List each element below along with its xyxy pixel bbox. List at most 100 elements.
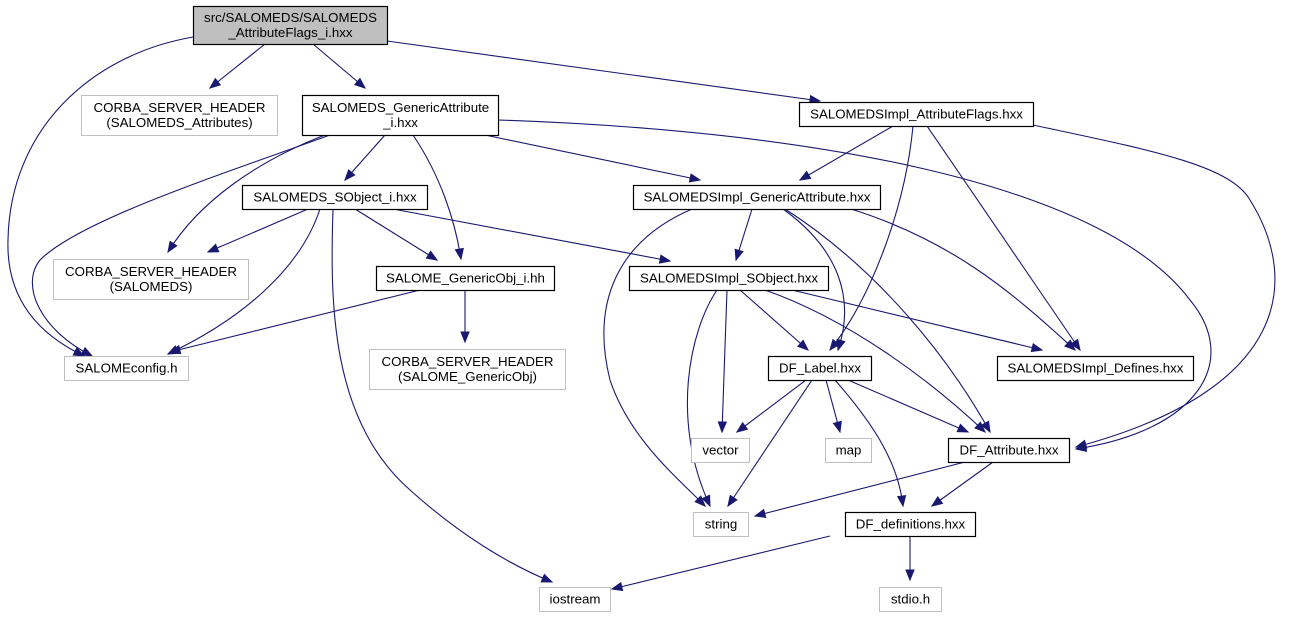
node-label: SALOMEDS_GenericAttribute	[312, 100, 489, 115]
nodes-layer: src/SALOMEDS/SALOMEDS_AttributeFlags_i.h…	[53, 5, 1195, 612]
edge-line	[739, 289, 809, 351]
node-root[interactable]: src/SALOMEDS/SALOMEDS_AttributeFlags_i.h…	[192, 5, 389, 46]
node-box	[64, 356, 189, 381]
edge-line	[207, 208, 309, 253]
edge-generic_attr_i-to-sobject_i	[344, 134, 386, 182]
edge-line	[791, 289, 1043, 351]
arrowhead-icon	[540, 573, 554, 583]
node-label: stdio.h	[891, 592, 930, 607]
node-df-attribute[interactable]: DF_Attribute.hxx	[947, 437, 1071, 464]
node-label: CORBA_SERVER_HEADER	[65, 264, 237, 279]
node-box	[691, 438, 750, 463]
edge-line	[754, 461, 966, 517]
node-label: string	[705, 517, 738, 532]
edge-line	[926, 125, 1081, 351]
arrowhead-icon	[168, 344, 182, 355]
arrowhead-icon	[1064, 339, 1076, 351]
edge-impl_sobject-to-df_attribute	[764, 289, 986, 433]
arrowhead-icon	[829, 338, 841, 352]
node-string: string	[693, 512, 749, 537]
node-stdio: stdio.h	[879, 587, 942, 612]
node-sobject-i[interactable]: SALOMEDS_SObject_i.hxx	[241, 184, 429, 211]
node-label: DF_Attribute.hxx	[959, 443, 1058, 458]
arrowhead-icon	[701, 494, 711, 508]
node-generic-obj-i[interactable]: SALOME_GenericObj_i.hh	[375, 265, 556, 292]
node-box	[996, 355, 1195, 382]
edge-df_attribute-to-string	[753, 461, 966, 518]
edge-sobject_i-to-generic_obj_i	[354, 208, 439, 261]
node-box	[241, 184, 429, 211]
edge-sobject_i-to-iostream	[331, 208, 554, 583]
arrowhead-icon	[688, 173, 702, 183]
node-iostream: iostream	[539, 587, 611, 612]
edge-line	[736, 379, 807, 433]
node-impl-generic-attr[interactable]: SALOMEDSImpl_GenericAttribute.hxx	[632, 184, 882, 211]
edge-impl_sobject-to-impl_defines	[791, 289, 1044, 353]
node-corba-genobj: CORBA_SERVER_HEADER(SALOME_GenericObj)	[369, 349, 566, 390]
node-label: SALOMEconfig.h	[76, 361, 178, 376]
node-label: _i.hxx	[382, 115, 418, 130]
edge-line	[412, 134, 462, 260]
node-corba-salomeds: CORBA_SERVER_HEADER(SALOMEDS)	[53, 259, 249, 300]
edge-root-to-salomeconfig	[7, 36, 194, 357]
node-box	[192, 5, 389, 46]
node-box	[301, 94, 500, 137]
node-box	[879, 587, 942, 612]
arrowhead-icon	[735, 421, 749, 433]
arrowhead-icon	[717, 421, 728, 434]
node-box	[798, 101, 1035, 128]
edge-line	[1032, 124, 1276, 448]
edge-line	[782, 208, 846, 351]
edge-line	[784, 208, 991, 433]
edge-impl_generic_attr-to-impl_defines	[850, 208, 1076, 351]
arrowhead-icon	[896, 494, 907, 508]
edge-df_attribute-to-df_definitions	[930, 461, 994, 507]
edge-line	[169, 289, 421, 353]
edge-impl_attr_flags-to-df_label	[829, 125, 914, 352]
edge-line	[834, 379, 904, 507]
edge-line	[847, 379, 969, 433]
edge-impl_attr_flags-to-df_attribute	[1032, 124, 1276, 449]
node-box	[632, 184, 882, 211]
arrowhead-icon	[344, 169, 356, 182]
arrowhead-icon	[167, 240, 178, 254]
node-df-definitions[interactable]: DF_definitions.hxx	[844, 511, 977, 538]
node-label: (SALOME_GenericObj)	[398, 369, 537, 384]
node-df-label[interactable]: DF_Label.hxx	[767, 355, 873, 382]
edge-generic_attr_i-to-generic_obj_i	[412, 134, 464, 261]
node-impl-defines[interactable]: SALOMEDSImpl_Defines.hxx	[996, 355, 1195, 382]
node-label: (SALOMEDS)	[110, 279, 193, 294]
edge-sobject_i-to-corba_salomeds	[206, 208, 309, 253]
edge-df_label-to-map	[825, 379, 842, 434]
node-impl-attr-flags[interactable]: SALOMEDSImpl_AttributeFlags.hxx	[798, 101, 1035, 128]
node-label: (SALOMEDS_Attributes)	[106, 115, 252, 130]
edge-line	[497, 119, 1212, 450]
arrowhead-icon	[658, 254, 672, 264]
arrowhead-icon	[460, 331, 470, 344]
arrowhead-icon	[1070, 338, 1081, 352]
node-impl-sobject[interactable]: SALOMEDSImpl_SObject.hxx	[628, 265, 830, 292]
node-label: iostream	[550, 592, 601, 607]
arrowhead-icon	[1074, 439, 1088, 449]
edge-line	[354, 208, 438, 261]
edge-df_label-to-string	[727, 379, 813, 508]
edge-line	[686, 289, 718, 507]
edge-impl_generic_attr-to-df_label	[782, 208, 846, 352]
arrowhead-icon	[734, 248, 744, 262]
node-label: SALOMEDSImpl_Defines.hxx	[1008, 361, 1184, 376]
arrowhead-icon	[836, 338, 846, 352]
edge-line	[209, 43, 266, 89]
edge-df_label-to-df_attribute	[847, 379, 970, 433]
node-generic-attr-i[interactable]: SALOMEDS_GenericAttribute_i.hxx	[301, 94, 500, 137]
node-label: src/SALOMEDS/SALOMEDS	[204, 10, 377, 25]
node-box	[539, 587, 611, 612]
arrowhead-icon	[832, 420, 842, 434]
node-salomeconfig: SALOMEconfig.h	[64, 356, 189, 381]
edges-layer	[7, 36, 1276, 592]
arrowhead-icon	[727, 494, 738, 508]
edge-df_definitions-to-iostream	[610, 535, 831, 592]
node-label: SALOME_GenericObj_i.hh	[386, 271, 545, 286]
edge-line	[31, 134, 331, 357]
node-box	[369, 349, 566, 390]
